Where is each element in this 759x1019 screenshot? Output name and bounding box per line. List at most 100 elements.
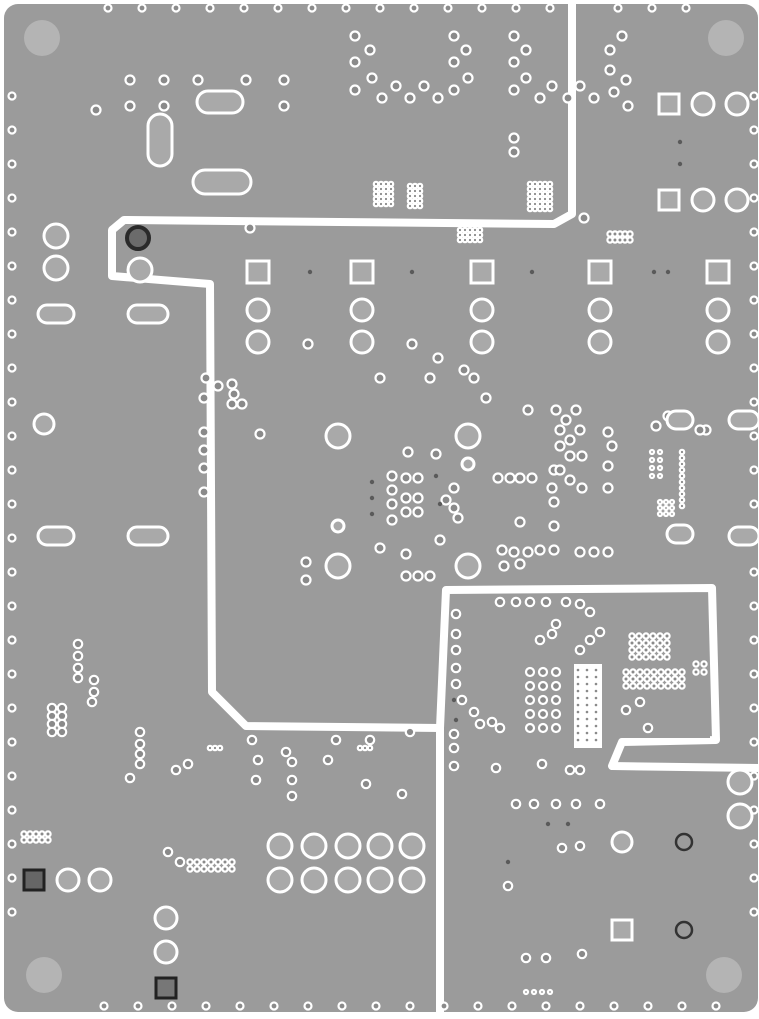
dark-via <box>409 269 415 275</box>
via <box>448 502 460 514</box>
via <box>622 682 630 690</box>
via <box>657 668 665 676</box>
via <box>400 506 412 518</box>
via <box>629 668 637 676</box>
via <box>534 92 546 104</box>
round-pad <box>454 552 482 580</box>
via <box>134 748 146 760</box>
via <box>386 498 398 510</box>
via <box>300 574 312 586</box>
ring-pad <box>674 832 694 852</box>
via <box>546 195 554 203</box>
via <box>174 856 186 868</box>
via <box>574 666 582 674</box>
via <box>749 499 759 509</box>
via <box>656 639 664 647</box>
via <box>656 472 664 480</box>
via <box>749 91 759 101</box>
via <box>548 544 560 556</box>
via <box>377 195 385 203</box>
via <box>432 352 444 364</box>
via <box>578 212 590 224</box>
via <box>406 338 418 350</box>
via <box>387 180 395 188</box>
via <box>406 192 414 200</box>
round-pad <box>42 222 70 250</box>
via <box>546 628 558 640</box>
via <box>650 420 662 432</box>
via <box>522 546 534 558</box>
via <box>400 570 412 582</box>
via <box>546 190 554 198</box>
via <box>341 3 351 13</box>
via <box>162 846 174 858</box>
via <box>528 798 540 810</box>
via <box>468 372 480 384</box>
via <box>448 30 460 42</box>
copper-planes <box>4 4 758 1012</box>
dark-via <box>369 511 375 517</box>
via <box>133 1001 143 1011</box>
via <box>538 988 546 996</box>
via <box>416 197 424 205</box>
via <box>583 729 591 737</box>
via <box>307 3 317 13</box>
via <box>649 632 657 640</box>
pads-and-vias <box>7 3 759 1011</box>
via <box>300 556 312 568</box>
via <box>649 646 657 654</box>
via <box>411 192 419 200</box>
via <box>462 72 474 84</box>
via <box>583 673 591 681</box>
via <box>387 195 395 203</box>
via <box>278 74 290 86</box>
via <box>550 666 562 678</box>
via <box>642 646 650 654</box>
via <box>588 546 600 558</box>
via <box>186 865 194 873</box>
via <box>216 744 224 752</box>
via <box>650 668 658 676</box>
via <box>668 504 676 512</box>
via <box>124 74 136 86</box>
via <box>678 668 686 676</box>
slot-pad <box>665 523 695 545</box>
via <box>602 426 614 438</box>
via <box>531 185 539 193</box>
via <box>520 72 532 84</box>
slot-pad <box>36 525 76 547</box>
via <box>656 632 664 640</box>
via <box>583 680 591 688</box>
via <box>550 618 562 630</box>
via <box>228 858 236 866</box>
via <box>545 3 555 13</box>
via <box>228 865 236 873</box>
via <box>498 560 510 572</box>
via <box>671 675 679 683</box>
via <box>226 378 238 390</box>
via <box>626 230 634 238</box>
via <box>7 771 17 781</box>
slot-pad <box>126 525 170 547</box>
dark-via <box>451 697 457 703</box>
round-pad <box>690 187 716 213</box>
via <box>432 92 444 104</box>
via <box>536 190 544 198</box>
via <box>541 1001 551 1011</box>
via <box>642 653 650 661</box>
slot-pad <box>727 525 759 547</box>
via <box>412 570 424 582</box>
via <box>450 678 462 690</box>
via <box>749 261 759 271</box>
via <box>32 830 40 838</box>
via <box>537 722 549 734</box>
slot-pad <box>195 89 245 115</box>
round-pad <box>366 832 394 860</box>
square-pad <box>610 918 634 942</box>
via <box>38 830 46 838</box>
via <box>390 80 402 92</box>
via <box>546 482 558 494</box>
via <box>72 650 84 662</box>
via <box>448 728 460 740</box>
via <box>456 694 468 706</box>
